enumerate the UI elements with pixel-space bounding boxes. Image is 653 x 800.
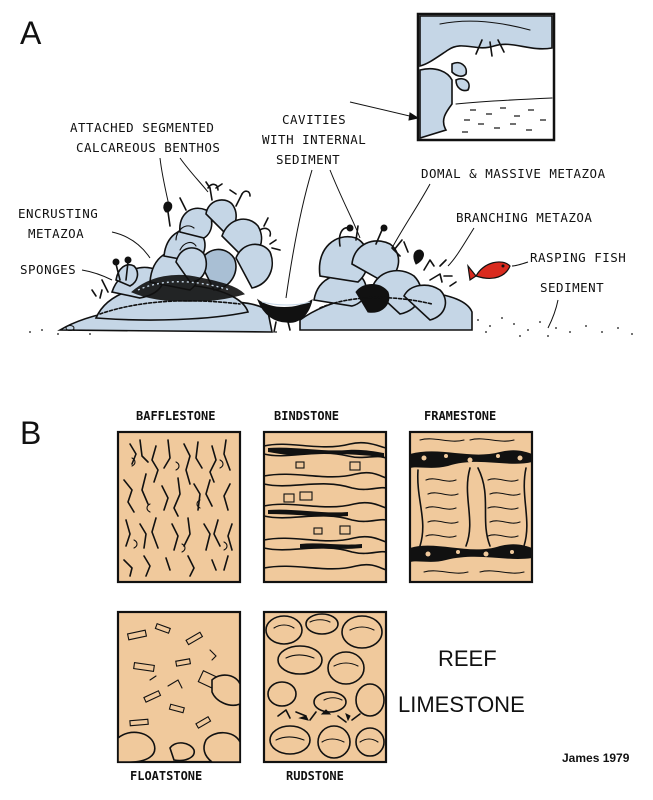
bafflestone-label: BAFFLESTONE <box>136 409 215 423</box>
label-sediment: SEDIMENT <box>540 280 604 295</box>
label-cavities-3: SEDIMENT <box>276 152 340 167</box>
panel-b-letter: B <box>20 415 41 451</box>
sediment-floor <box>29 317 633 337</box>
label-rasping-fish: RASPING FISH <box>530 250 626 265</box>
label-domal: DOMAL & MASSIVE METAZOA <box>421 166 606 181</box>
label-sponges: SPONGES <box>20 262 76 277</box>
reef-heading: REEF <box>438 646 497 671</box>
panel-a-letter: A <box>20 15 42 51</box>
left-reef-mound <box>57 181 281 333</box>
floatstone-block: FLOATSTONE <box>116 610 242 783</box>
floatstone-label: FLOATSTONE <box>130 769 202 783</box>
panel-a: A <box>18 12 633 337</box>
right-reef-mound <box>299 224 473 331</box>
label-cavities-2: WITH INTERNAL <box>262 132 366 147</box>
bindstone-block: BINDSTONE <box>262 409 388 584</box>
label-encrusting-1: ENCRUSTING <box>18 206 98 221</box>
limestone-heading: LIMESTONE <box>398 692 525 717</box>
panel-b: B BAFFLESTONE <box>20 409 630 783</box>
label-encrusting-2: METAZOA <box>28 226 84 241</box>
credit-text: James 1979 <box>562 751 630 765</box>
bafflestone-block: BAFFLESTONE <box>116 409 242 584</box>
rudstone-label: RUDSTONE <box>286 769 344 783</box>
rasping-fish <box>467 261 511 282</box>
framestone-block: FRAMESTONE <box>408 409 534 584</box>
rudstone-block: RUDSTONE <box>262 610 388 783</box>
label-cavities-1: CAVITIES <box>282 112 346 127</box>
label-branching: BRANCHING METAZOA <box>456 210 592 225</box>
cavity-inset <box>416 12 556 142</box>
label-attached-1: ATTACHED SEGMENTED <box>70 120 214 135</box>
leader-lines <box>81 157 559 329</box>
label-attached-2: CALCAREOUS BENTHOS <box>76 140 220 155</box>
framestone-label: FRAMESTONE <box>424 409 496 423</box>
bindstone-label: BINDSTONE <box>274 409 339 423</box>
